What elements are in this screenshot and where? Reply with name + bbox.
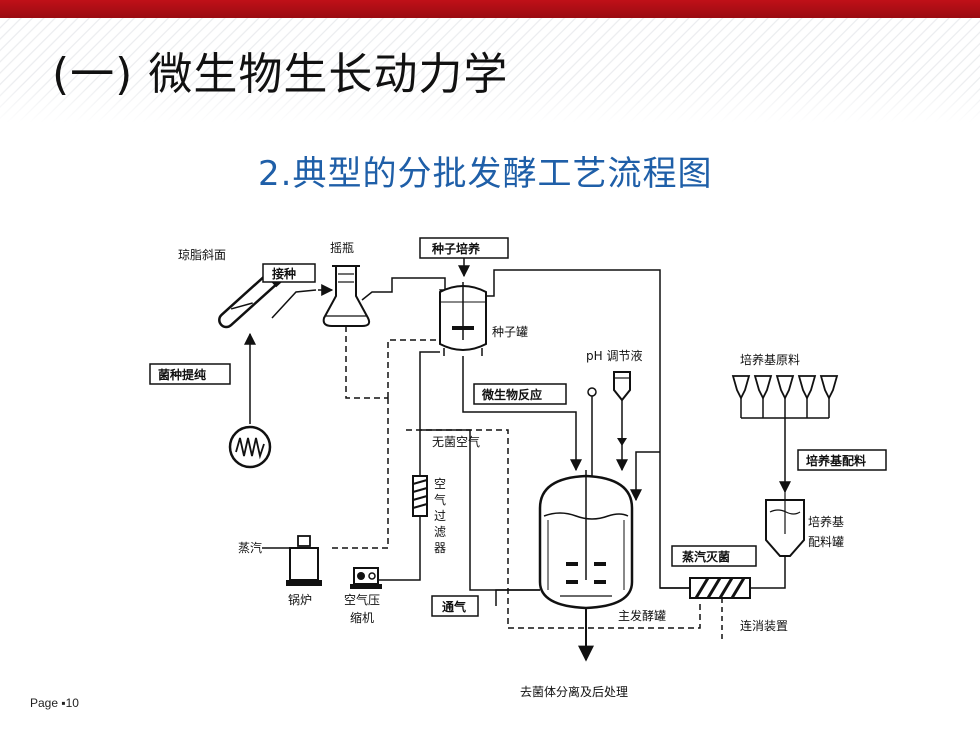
continuous-sterilizer-icon <box>689 577 751 599</box>
air-filter-char-4: 滤 <box>434 525 446 539</box>
main-fermenter-icon <box>538 470 634 610</box>
strain-purification-box <box>149 363 231 385</box>
page-number: Page ▪10 <box>30 696 79 710</box>
seed-tank-icon <box>439 282 487 356</box>
boiler-icon <box>286 535 322 586</box>
boiler-label: 锅炉 <box>288 592 312 607</box>
compressor-label-line2: 缩机 <box>350 610 374 625</box>
medium-hoppers-icon <box>731 375 839 419</box>
agar-slant-label: 琼脂斜面 <box>178 247 226 262</box>
microbial-reaction-label: 微生物反应 <box>481 387 542 402</box>
header-hatch-pattern <box>0 18 980 123</box>
air-filter-char-2: 气 <box>434 492 446 507</box>
air-compressor-icon <box>350 567 382 589</box>
medium-tank-label-line1: 培养基 <box>808 514 844 529</box>
shake-flask-label: 摇瓶 <box>330 241 354 255</box>
medium-tank-icon <box>765 492 805 557</box>
top-accent-bar <box>0 0 980 18</box>
sterile-air-label: 无菌空气 <box>432 434 480 449</box>
seed-culture-label: 种子培养 <box>431 241 480 256</box>
shake-flask-icon <box>322 265 371 327</box>
slide-title: (一) 微生物生长动力学 <box>52 49 509 100</box>
inoculation-label: 接种 <box>272 266 296 281</box>
aeration-box <box>431 595 479 617</box>
microscope-dial-icon <box>228 425 272 469</box>
seed-tank-label: 种子罐 <box>492 325 528 339</box>
medium-preparation-label: 培养基配料 <box>806 453 866 468</box>
medium-raw-materials-label: 培养基原料 <box>740 352 800 367</box>
air-filter-char-3: 过 <box>434 509 446 523</box>
air-filter-char-5: 器 <box>434 541 446 555</box>
steam-sterilization-label: 蒸汽灭菌 <box>682 549 730 564</box>
continuous-sterilizer-label: 连消装置 <box>740 618 788 633</box>
microbial-reaction-box <box>473 383 567 405</box>
compressor-label-line1: 空气压 <box>344 592 380 607</box>
downstream-label: 去菌体分离及后处理 <box>520 684 628 699</box>
aeration-label: 通气 <box>442 599 466 614</box>
medium-tank-label-line2: 配料罐 <box>808 535 844 549</box>
steam-label: 蒸汽 <box>238 540 262 555</box>
medium-preparation-box <box>797 449 887 471</box>
inoculation-box <box>262 263 316 283</box>
slide-subtitle: 2.典型的分批发酵工艺流程图 <box>258 154 713 194</box>
air-filter-char-1: 空 <box>434 477 446 491</box>
air-filter-icon <box>412 475 428 517</box>
main-fermenter-label: 主发酵罐 <box>618 608 666 623</box>
ph-bottle-icon <box>613 371 631 402</box>
strain-purification-label: 菌种提纯 <box>158 367 206 382</box>
steam-sterilization-box <box>671 545 757 567</box>
ph-solution-label: pH 调节液 <box>586 348 642 363</box>
